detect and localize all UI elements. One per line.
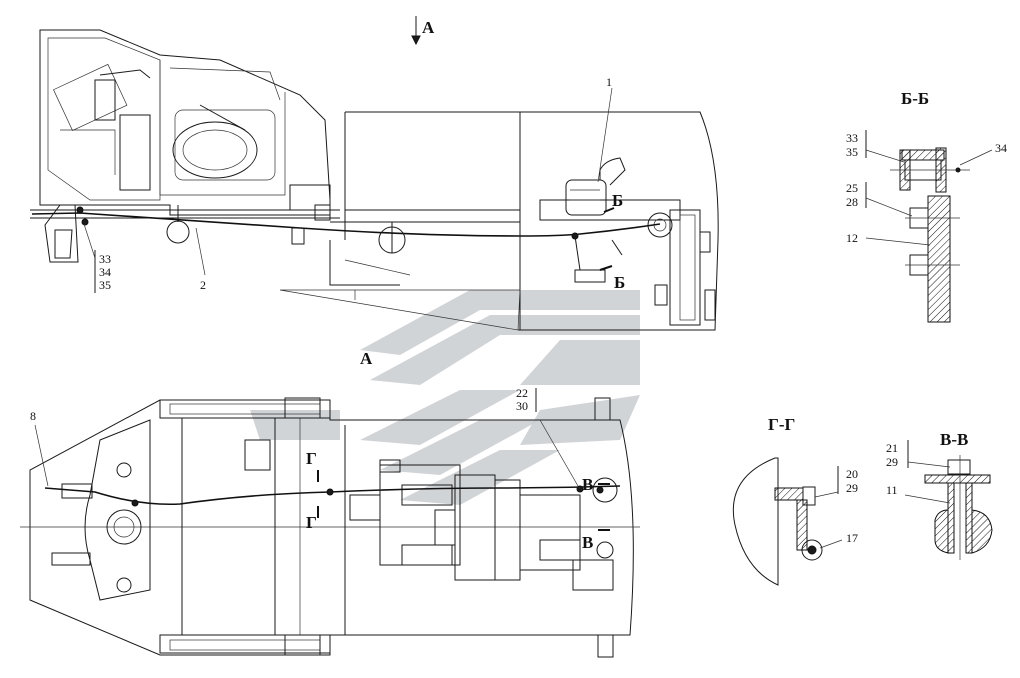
leader-pos2 bbox=[195, 227, 206, 276]
leader-pos22 bbox=[539, 419, 579, 487]
section-vv: В-В 21 29 11 bbox=[886, 430, 993, 560]
cut-v-upper: В bbox=[582, 475, 593, 494]
pos-34-top: 34 bbox=[99, 265, 111, 279]
cut-g-upper: Г bbox=[306, 449, 317, 468]
section-vv-title: В-В bbox=[940, 430, 968, 449]
bb-pos-25: 25 bbox=[846, 181, 858, 195]
section-gg: Г-Г 20 29 17 bbox=[732, 415, 858, 586]
vv-pos-21: 21 bbox=[886, 441, 898, 455]
gg-pos-20: 20 bbox=[846, 467, 858, 481]
pos-30: 30 bbox=[516, 399, 528, 413]
cut-g-lower: Г bbox=[306, 513, 317, 532]
vv-pos-29: 29 bbox=[886, 455, 898, 469]
view-a-title: А bbox=[422, 18, 435, 37]
gg-pos-17: 17 bbox=[846, 531, 858, 545]
bb-pos-28: 28 bbox=[846, 195, 858, 209]
top-side-view: Б Б А 1 2 33 34 35 bbox=[30, 29, 719, 368]
pos-22: 22 bbox=[516, 386, 528, 400]
watermark-logo bbox=[250, 290, 640, 505]
view-a-marker: А bbox=[360, 349, 373, 368]
section-gg-title: Г-Г bbox=[768, 415, 795, 434]
pos-1: 1 bbox=[606, 75, 612, 89]
section-bb: Б-Б 33 35 34 25 28 12 bbox=[846, 89, 1007, 323]
cut-v-lower: В bbox=[582, 533, 593, 552]
bottom-plan-view: Г Г В В 8 22 30 bbox=[20, 386, 640, 658]
bb-pos-35: 35 bbox=[846, 145, 858, 159]
cut-b-upper: Б bbox=[612, 191, 623, 210]
leader-pos1 bbox=[597, 87, 613, 183]
bb-pos-33: 33 bbox=[846, 131, 858, 145]
view-arrow-a: А bbox=[411, 16, 435, 46]
leader-pos8 bbox=[34, 424, 49, 487]
vv-pos-11: 11 bbox=[886, 483, 898, 497]
cut-b-lower: Б bbox=[614, 273, 625, 292]
pos-33-top: 33 bbox=[99, 252, 111, 266]
pos-35-top: 35 bbox=[99, 278, 111, 292]
pos-2: 2 bbox=[200, 278, 206, 292]
section-bb-title: Б-Б bbox=[901, 89, 929, 108]
control-cable-top bbox=[31, 212, 661, 237]
gg-pos-29: 29 bbox=[846, 481, 858, 495]
pos-8: 8 bbox=[30, 409, 36, 423]
bb-pos-34: 34 bbox=[995, 141, 1007, 155]
bb-pos-12: 12 bbox=[846, 231, 858, 245]
